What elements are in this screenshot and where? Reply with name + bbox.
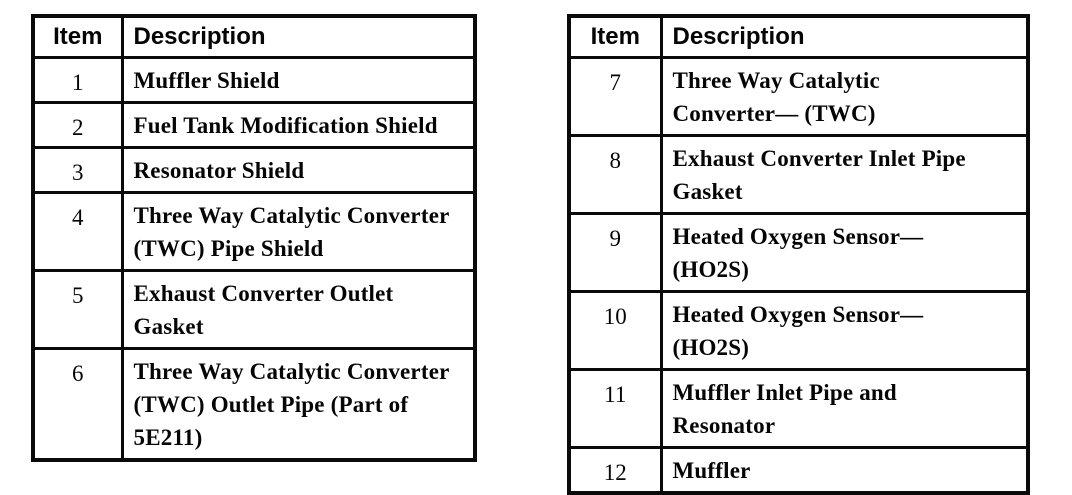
description-cell: Three Way Catalytic Converter (TWC) Outl… (120, 346, 477, 461)
table-row: 9 Heated Oxygen Sensor— (HO2S) (567, 211, 1030, 293)
description-cell: Heated Oxygen Sensor— (HO2S) (659, 289, 1030, 371)
description-cell: Three Way Catalytic Converter (TWC) Pipe… (120, 190, 477, 272)
item-number-cell: 1 (31, 55, 124, 104)
table-row: 11 Muffler Inlet Pipe and Resonator (567, 367, 1030, 449)
description-cell: Resonator Shield (120, 145, 477, 194)
column-header-description: Description (120, 14, 477, 59)
item-number-cell: 11 (567, 367, 663, 449)
table-row: 7 Three Way Catalytic Converter— (TWC) (567, 55, 1030, 137)
description-cell: Fuel Tank Modification Shield (120, 100, 477, 149)
table-row: 2 Fuel Tank Modification Shield (31, 100, 477, 149)
table-row: 8 Exhaust Converter Inlet Pipe Gasket (567, 133, 1030, 215)
item-number-cell: 3 (31, 145, 124, 194)
table-row: 4 Three Way Catalytic Converter (TWC) Pi… (31, 190, 477, 272)
column-header-item: Item (567, 14, 663, 59)
item-number-cell: 5 (31, 268, 124, 350)
description-cell: Three Way Catalytic Converter— (TWC) (659, 55, 1030, 137)
table-header-row: Item Description (567, 14, 1030, 59)
table-row: 6 Three Way Catalytic Converter (TWC) Ou… (31, 346, 477, 461)
page: Item Description 1 Muffler Shield 2 Fuel… (31, 14, 1030, 495)
table-row: 5 Exhaust Converter Outlet Gasket (31, 268, 477, 350)
item-number-cell: 8 (567, 133, 663, 215)
table-row: 10 Heated Oxygen Sensor— (HO2S) (567, 289, 1030, 371)
item-number-cell: 6 (31, 346, 124, 461)
description-cell: Exhaust Converter Outlet Gasket (120, 268, 477, 350)
parts-table-items-7-12: Item Description 7 Three Way Catalytic C… (567, 14, 1030, 495)
column-header-item: Item (31, 14, 124, 59)
item-number-cell: 7 (567, 55, 663, 137)
table-header-row: Item Description (31, 14, 477, 59)
item-number-cell: 4 (31, 190, 124, 272)
column-header-description: Description (659, 14, 1030, 59)
description-cell: Heated Oxygen Sensor— (HO2S) (659, 211, 1030, 293)
description-cell: Muffler Inlet Pipe and Resonator (659, 367, 1030, 449)
item-number-cell: 2 (31, 100, 124, 149)
item-number-cell: 10 (567, 289, 663, 371)
description-cell: Muffler Shield (120, 55, 477, 104)
description-cell: Exhaust Converter Inlet Pipe Gasket (659, 133, 1030, 215)
parts-table-items-1-6: Item Description 1 Muffler Shield 2 Fuel… (31, 14, 477, 462)
table-row: 1 Muffler Shield (31, 55, 477, 104)
item-number-cell: 9 (567, 211, 663, 293)
table-row: 3 Resonator Shield (31, 145, 477, 194)
